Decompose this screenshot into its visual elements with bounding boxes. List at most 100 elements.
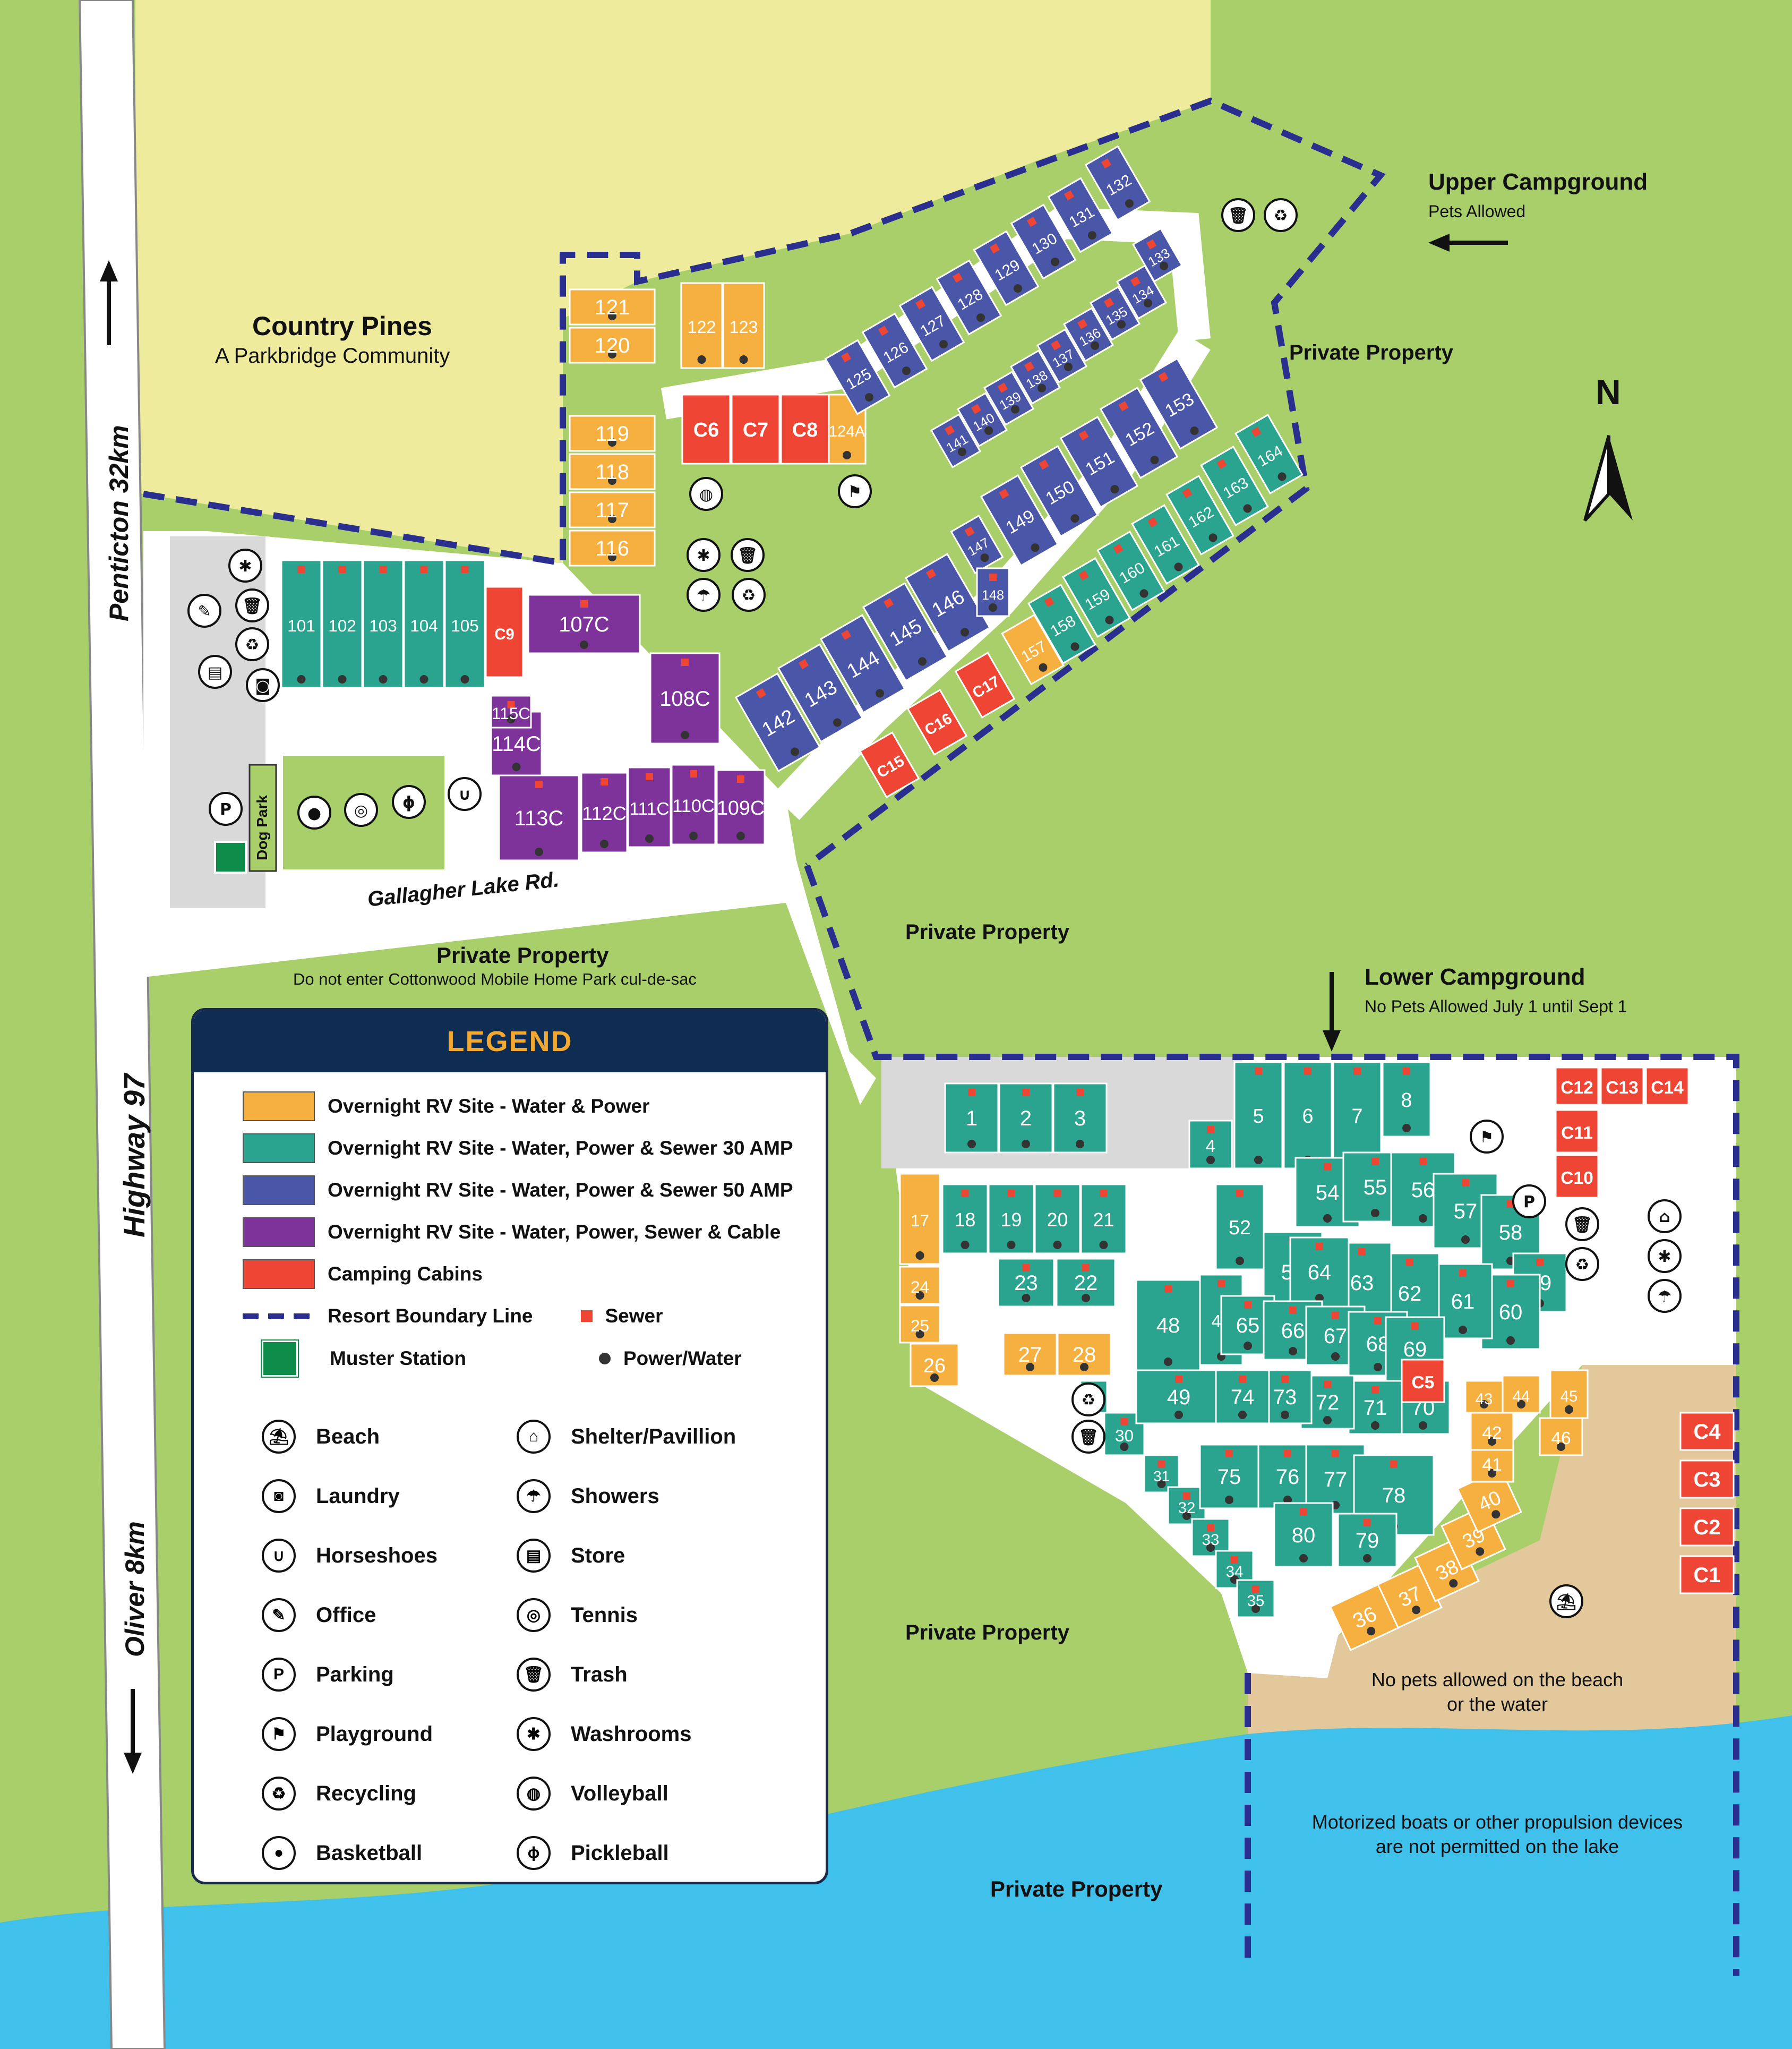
site-48[interactable]: 48 bbox=[1135, 1279, 1201, 1371]
site-122[interactable]: 122 bbox=[680, 282, 723, 369]
site-c4[interactable]: C4 bbox=[1679, 1412, 1735, 1451]
site-121[interactable]: 121 bbox=[569, 288, 656, 326]
site-c13[interactable]: C13 bbox=[1600, 1066, 1644, 1106]
site-19[interactable]: 19 bbox=[988, 1183, 1035, 1254]
site-152[interactable]: 152 bbox=[1099, 386, 1179, 480]
site-153[interactable]: 153 bbox=[1139, 357, 1219, 450]
site-42[interactable]: 42 bbox=[1470, 1412, 1514, 1451]
site-18[interactable]: 18 bbox=[941, 1183, 989, 1254]
site-4[interactable]: 4 bbox=[1188, 1120, 1233, 1169]
site-150[interactable]: 150 bbox=[1019, 445, 1099, 538]
site-158[interactable]: 158 bbox=[1027, 584, 1096, 664]
site-148[interactable]: 148 bbox=[976, 567, 1010, 617]
site-163[interactable]: 163 bbox=[1200, 446, 1269, 526]
site-138[interactable]: 138 bbox=[1009, 349, 1061, 405]
site-79[interactable]: 79 bbox=[1337, 1513, 1397, 1568]
site-c8[interactable]: C8 bbox=[780, 394, 830, 465]
site-147[interactable]: 147 bbox=[950, 514, 1004, 575]
site-140[interactable]: 140 bbox=[956, 392, 1008, 447]
site-119[interactable]: 119 bbox=[569, 415, 656, 452]
site-132[interactable]: 132 bbox=[1084, 145, 1151, 221]
site-c14[interactable]: C14 bbox=[1645, 1066, 1690, 1106]
site-144[interactable]: 144 bbox=[819, 614, 906, 714]
site-c15[interactable]: C15 bbox=[859, 731, 920, 798]
site-104[interactable]: 104 bbox=[403, 559, 445, 689]
site-6[interactable]: 6 bbox=[1283, 1061, 1333, 1169]
site-130[interactable]: 130 bbox=[1010, 203, 1077, 280]
site-c16[interactable]: C16 bbox=[906, 689, 968, 756]
site-26[interactable]: 26 bbox=[910, 1343, 959, 1387]
site-120[interactable]: 120 bbox=[569, 327, 656, 364]
site-112c[interactable]: 112C bbox=[580, 772, 628, 853]
site-101[interactable]: 101 bbox=[280, 559, 322, 689]
site-157[interactable]: 157 bbox=[1001, 613, 1065, 686]
site-31[interactable]: 31 bbox=[1143, 1454, 1180, 1493]
site-30[interactable]: 30 bbox=[1103, 1412, 1145, 1456]
site-139[interactable]: 139 bbox=[983, 371, 1035, 426]
site-36[interactable]: 36 bbox=[1329, 1583, 1400, 1651]
site-64[interactable]: 64 bbox=[1289, 1236, 1350, 1308]
site-145[interactable]: 145 bbox=[862, 582, 949, 682]
site-131[interactable]: 131 bbox=[1047, 177, 1114, 253]
site-c10[interactable]: C10 bbox=[1555, 1154, 1599, 1199]
site-c9[interactable]: C9 bbox=[485, 586, 524, 678]
site-61[interactable]: 61 bbox=[1433, 1263, 1493, 1339]
site-118[interactable]: 118 bbox=[569, 453, 656, 490]
site-103[interactable]: 103 bbox=[362, 559, 404, 689]
site-125[interactable]: 125 bbox=[824, 339, 891, 415]
site-17[interactable]: 17 bbox=[899, 1173, 941, 1265]
site-8[interactable]: 8 bbox=[1382, 1061, 1431, 1138]
site-109c[interactable]: 109C bbox=[716, 769, 766, 846]
site-21[interactable]: 21 bbox=[1080, 1183, 1127, 1254]
site-c1[interactable]: C1 bbox=[1679, 1555, 1735, 1594]
site-22[interactable]: 22 bbox=[1056, 1258, 1116, 1308]
site-5[interactable]: 5 bbox=[1233, 1061, 1283, 1169]
site-102[interactable]: 102 bbox=[321, 559, 363, 689]
site-124a[interactable]: 124A bbox=[827, 394, 867, 465]
site-1[interactable]: 1 bbox=[944, 1082, 999, 1154]
site-143[interactable]: 143 bbox=[777, 643, 864, 743]
site-115c[interactable]: 115C bbox=[490, 695, 532, 729]
site-146[interactable]: 146 bbox=[904, 553, 991, 653]
site-80[interactable]: 80 bbox=[1273, 1502, 1334, 1568]
site-108c[interactable]: 108C bbox=[649, 652, 721, 745]
site-164[interactable]: 164 bbox=[1234, 414, 1304, 494]
site-116[interactable]: 116 bbox=[569, 530, 656, 567]
site-117[interactable]: 117 bbox=[569, 491, 656, 528]
site-20[interactable]: 20 bbox=[1034, 1183, 1081, 1254]
site-32[interactable]: 32 bbox=[1167, 1486, 1206, 1525]
site-25[interactable]: 25 bbox=[899, 1304, 941, 1344]
site-135[interactable]: 135 bbox=[1089, 286, 1141, 341]
site-162[interactable]: 162 bbox=[1165, 475, 1234, 556]
site-52[interactable]: 52 bbox=[1215, 1183, 1265, 1270]
site-23[interactable]: 23 bbox=[997, 1258, 1055, 1308]
site-33[interactable]: 33 bbox=[1191, 1518, 1230, 1557]
site-c3[interactable]: C3 bbox=[1679, 1459, 1735, 1499]
site-28[interactable]: 28 bbox=[1057, 1332, 1112, 1377]
site-24[interactable]: 24 bbox=[899, 1266, 941, 1305]
site-3[interactable]: 3 bbox=[1052, 1082, 1108, 1154]
site-159[interactable]: 159 bbox=[1062, 557, 1131, 638]
site-160[interactable]: 160 bbox=[1096, 531, 1165, 611]
site-c6[interactable]: C6 bbox=[681, 394, 731, 465]
site-7[interactable]: 7 bbox=[1332, 1061, 1382, 1169]
site-129[interactable]: 129 bbox=[973, 230, 1040, 306]
site-75[interactable]: 75 bbox=[1199, 1444, 1259, 1509]
site-134[interactable]: 134 bbox=[1116, 264, 1168, 320]
site-c5[interactable]: C5 bbox=[1401, 1359, 1445, 1403]
site-41[interactable]: 41 bbox=[1470, 1444, 1514, 1483]
site-46[interactable]: 46 bbox=[1539, 1417, 1583, 1456]
site-111c[interactable]: 111C bbox=[627, 766, 672, 848]
site-142[interactable]: 142 bbox=[734, 672, 821, 772]
site-c2[interactable]: C2 bbox=[1679, 1507, 1735, 1547]
site-c12[interactable]: C12 bbox=[1555, 1066, 1599, 1106]
site-27[interactable]: 27 bbox=[1002, 1332, 1058, 1377]
site-141[interactable]: 141 bbox=[930, 413, 982, 468]
site-74[interactable]: 74 bbox=[1215, 1369, 1270, 1424]
site-43[interactable]: 43 bbox=[1464, 1380, 1504, 1414]
site-105[interactable]: 105 bbox=[444, 559, 486, 689]
site-137[interactable]: 137 bbox=[1036, 328, 1088, 383]
site-151[interactable]: 151 bbox=[1059, 415, 1139, 509]
site-133[interactable]: 133 bbox=[1131, 227, 1184, 283]
site-71[interactable]: 71 bbox=[1348, 1380, 1403, 1435]
